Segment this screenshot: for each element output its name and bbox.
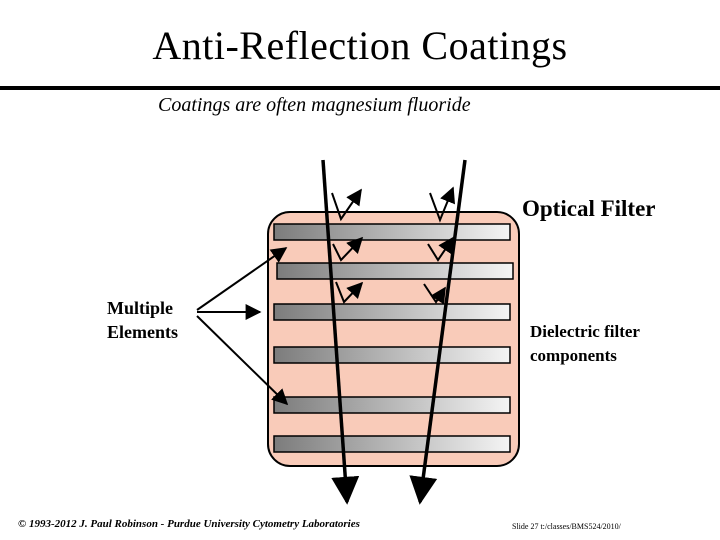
- dielectric-element: [273, 435, 511, 453]
- multiple-elements-pointers: [196, 247, 289, 406]
- reflection-ray: [335, 281, 364, 304]
- copyright-footer: © 1993-2012 J. Paul Robinson - Purdue Un…: [18, 518, 360, 530]
- reflected-rays: [331, 186, 455, 305]
- filter-body: [267, 211, 520, 467]
- ray-right: [409, 159, 467, 505]
- reflection-ray: [423, 283, 446, 305]
- reflection-ray: [331, 188, 362, 222]
- reflection-ray: [429, 186, 455, 223]
- dielectric-element: [273, 346, 511, 364]
- pointer-line: [196, 247, 288, 311]
- slide-subtitle: Coatings are often magnesium fluoride: [158, 94, 471, 116]
- dielectric-element: [276, 262, 514, 280]
- slide-info-footer: Slide 27 t:/classes/BMS524/2010/: [512, 522, 621, 531]
- dielectric-label-line1: Dielectric filter: [530, 322, 640, 341]
- dielectric-components-label: Dielectric filter components: [530, 320, 640, 368]
- reflection-ray: [427, 236, 454, 262]
- dielectric-element: [273, 223, 511, 241]
- optical-filter-label: Optical Filter: [522, 196, 656, 221]
- slide-title: Anti-Reflection Coatings: [152, 23, 568, 68]
- multiple-elements-label: Multiple Elements: [107, 296, 178, 344]
- dielectric-element: [273, 303, 511, 321]
- dielectric-label-line2: components: [530, 346, 617, 365]
- dielectric-element: [273, 396, 511, 414]
- multiple-elements-line2: Elements: [107, 322, 178, 342]
- multiple-elements-line1: Multiple: [107, 298, 173, 318]
- pointer-line: [196, 315, 289, 406]
- transmitted-rays: [321, 159, 467, 505]
- title-divider: [0, 86, 720, 90]
- dielectric-elements: [273, 223, 514, 453]
- ray-left: [321, 159, 360, 505]
- reflection-ray: [332, 236, 364, 262]
